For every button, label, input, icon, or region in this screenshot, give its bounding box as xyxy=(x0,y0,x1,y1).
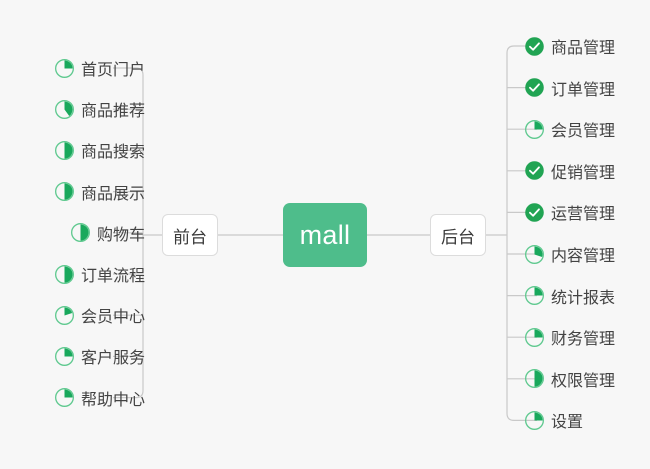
leaf-node-label: 购物车 xyxy=(96,226,145,244)
leaf-node[interactable]: 会员中心 xyxy=(54,302,145,328)
leaf-node-label: 运营管理 xyxy=(551,206,616,224)
leaf-node[interactable]: 商品搜索 xyxy=(54,137,145,163)
branch-node-backend[interactable]: 后台 xyxy=(430,214,486,256)
pie-progress-icon xyxy=(525,286,544,306)
pie-progress-icon xyxy=(525,244,544,264)
leaf-node[interactable]: 商品推荐 xyxy=(54,96,145,122)
leaf-node[interactable]: 促销管理 xyxy=(524,158,615,184)
bracket-spine-right xyxy=(506,45,537,421)
leaf-node[interactable]: 权限管理 xyxy=(524,366,615,392)
pie-progress-icon xyxy=(54,140,74,160)
pie-progress-icon xyxy=(54,346,74,366)
leaf-node[interactable]: 帮助中心 xyxy=(54,385,145,411)
check-circle-icon xyxy=(525,203,544,222)
leaf-node[interactable]: 商品展示 xyxy=(54,179,145,205)
pie-progress-icon xyxy=(525,327,544,347)
leaf-node-label: 会员管理 xyxy=(551,123,616,141)
pie-progress-icon xyxy=(54,99,74,119)
leaf-node-label: 首页门户 xyxy=(80,62,145,79)
branch-node-frontend[interactable]: 前台 xyxy=(162,214,218,256)
leaf-node[interactable]: 内容管理 xyxy=(524,241,615,267)
leaf-node-label: 权限管理 xyxy=(551,372,616,390)
leaf-node-label: 商品管理 xyxy=(551,40,616,57)
leaf-node[interactable]: 首页门户 xyxy=(54,55,145,81)
leaf-node-label: 商品搜索 xyxy=(80,144,145,162)
pie-progress-icon xyxy=(54,58,74,78)
leaf-node[interactable]: 商品管理 xyxy=(524,33,615,59)
leaf-node-label: 订单管理 xyxy=(551,81,616,99)
leaf-node-label: 统计报表 xyxy=(551,289,616,307)
check-circle-icon xyxy=(525,161,544,181)
leaf-node[interactable]: 订单管理 xyxy=(524,75,615,101)
leaf-node-label: 设置 xyxy=(551,414,584,432)
leaf-node-label: 商品展示 xyxy=(80,185,145,203)
leaf-node[interactable]: 财务管理 xyxy=(524,324,615,350)
pie-progress-icon xyxy=(70,223,90,243)
pie-progress-icon xyxy=(525,119,544,139)
pie-progress-icon xyxy=(54,388,74,408)
leaf-node[interactable]: 设置 xyxy=(524,407,583,433)
leaf-node[interactable]: 客户服务 xyxy=(54,343,145,369)
leaf-node-label: 会员中心 xyxy=(80,309,145,327)
pie-progress-icon xyxy=(525,369,544,389)
leaf-node[interactable]: 购物车 xyxy=(70,220,145,246)
pie-progress-icon xyxy=(525,410,544,430)
root-node-mall[interactable]: mall xyxy=(283,203,367,267)
leaf-node-label: 订单流程 xyxy=(80,268,145,285)
check-circle-icon xyxy=(525,78,544,97)
leaf-node[interactable]: 会员管理 xyxy=(524,116,615,142)
leaf-node[interactable]: 统计报表 xyxy=(524,283,615,309)
leaf-node[interactable]: 运营管理 xyxy=(524,199,615,225)
leaf-node-label: 商品推荐 xyxy=(80,103,145,121)
check-circle-icon xyxy=(525,36,544,56)
leaf-node-label: 内容管理 xyxy=(551,248,616,265)
leaf-node-label: 帮助中心 xyxy=(80,391,145,409)
leaf-node-label: 促销管理 xyxy=(551,164,616,182)
pie-progress-icon xyxy=(54,305,74,325)
pie-progress-icon xyxy=(54,182,74,202)
pie-progress-icon xyxy=(54,264,74,284)
leaf-node[interactable]: 订单流程 xyxy=(54,261,145,287)
leaf-node-label: 财务管理 xyxy=(551,331,616,349)
leaf-node-label: 客户服务 xyxy=(80,350,145,368)
